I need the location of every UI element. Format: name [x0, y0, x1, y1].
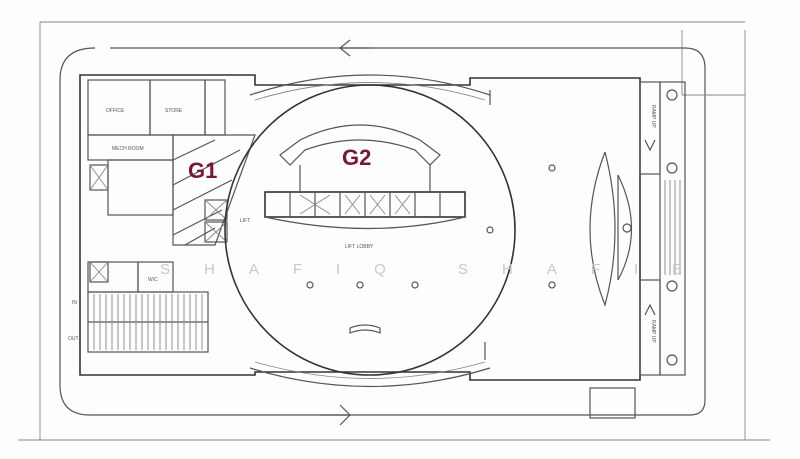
- svg-text:OFFICE: OFFICE: [106, 108, 125, 114]
- building-outline: [79, 74, 641, 381]
- arrow-left-icon: [339, 39, 370, 57]
- svg-text:STORE: STORE: [165, 108, 183, 114]
- watermark: SHAFIQ SHAFIE: [160, 261, 716, 278]
- ramp-up-bottom-label: RAMP UP: [650, 320, 656, 343]
- lift-label: LIFT: [240, 218, 250, 224]
- lift-lobby-label: LIFT LOBBY: [345, 244, 374, 250]
- site-boundary: [18, 21, 770, 441]
- road-edge: [681, 30, 745, 96]
- g2-lift-lobby: LIFT LOBBY G2: [224, 74, 516, 388]
- g1-label: G1: [188, 158, 217, 183]
- in-label: IN: [72, 300, 77, 306]
- guard-post: [589, 387, 636, 419]
- wc-label: W/C: [148, 277, 158, 283]
- g2-label: G2: [342, 145, 371, 170]
- access-road: [59, 47, 706, 416]
- arrow-right-icon: [320, 404, 351, 426]
- g1-zone: G1 LIFT: [172, 134, 256, 246]
- parking-grid: [87, 291, 209, 353]
- east-hall: [484, 90, 632, 360]
- ramp-up-top-label: RAMP UP: [650, 105, 656, 128]
- west-wing: OFFICE STORE MECH ROOM W/C IN OUT: [68, 79, 226, 342]
- out-label: OUT: [68, 336, 79, 342]
- ramps: RAMP UP RAMP UP: [639, 81, 686, 376]
- mech-room-label: MECH ROOM: [112, 146, 144, 152]
